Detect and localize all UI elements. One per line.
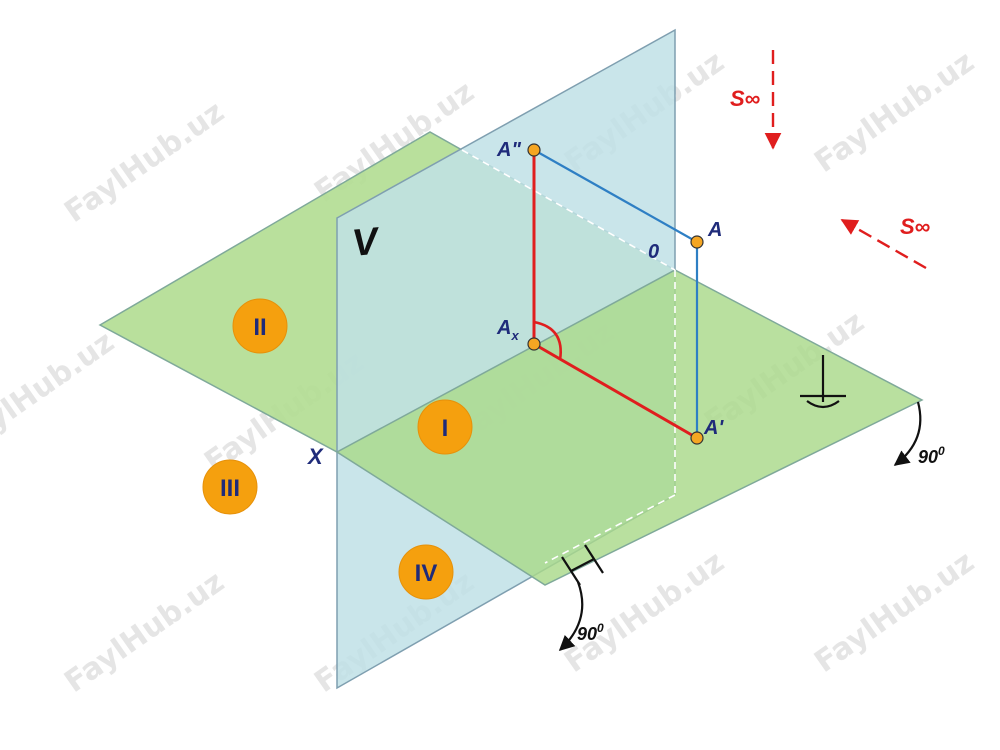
watermark-text: FaylHub.uz [58, 565, 230, 700]
quadrant-badge-iii: III [202, 459, 258, 515]
label-a-double-prime: A" [496, 139, 521, 161]
watermark-text: FaylHub.uz [808, 545, 980, 680]
quadrant-label-iv: IV [415, 560, 438, 587]
label-angle-right-base: 90 [918, 447, 938, 467]
label-angle-right: 900 [918, 444, 945, 467]
hidden-plane-edge [461, 149, 676, 271]
label-zero: 0 [648, 241, 659, 263]
label-ax-main: A [496, 317, 511, 339]
point-ax [527, 337, 541, 351]
projection-line-adouble-a [533, 149, 698, 243]
quadrant-label-ii: II [253, 314, 266, 341]
watermark-text: FaylHub.uz [58, 95, 230, 230]
label-angle-bottom-sup: 0 [597, 621, 604, 635]
label-ax: Ax [496, 317, 519, 343]
label-s-infinity-vertical: S∞ [730, 86, 761, 111]
label-angle-right-sup: 0 [938, 444, 945, 458]
rotation-arrow-right [893, 401, 922, 466]
point-a-prime [690, 431, 704, 445]
label-s-infinity-horizontal: S∞ [900, 214, 931, 239]
quadrant-label-i: I [442, 415, 449, 442]
eye-symbol [800, 355, 846, 409]
watermark-text: FaylHub.uz [808, 45, 980, 180]
projection-direction-arrow-horizontal [840, 218, 927, 270]
label-x-axis: X [306, 444, 324, 469]
point-a [690, 235, 704, 249]
right-angle-arc [533, 320, 562, 361]
h-plane-symbol [561, 544, 604, 586]
rotation-arrow-bottom [558, 581, 584, 652]
label-angle-bottom: 900 [577, 621, 604, 644]
quadrant-badge-i: I [417, 399, 473, 455]
point-a-double-prime [527, 143, 541, 157]
quadrant-badge-iv: IV [398, 544, 454, 600]
watermark-text: FaylHub.uz [0, 325, 121, 460]
label-a-prime: A' [703, 417, 724, 439]
quadrant-label-iii: III [220, 475, 240, 502]
quadrant-badge-ii: II [232, 298, 288, 354]
label-a: A [707, 219, 722, 241]
label-ax-sub: x [510, 328, 519, 343]
hidden-lower-edge [544, 494, 676, 564]
horizontal-plane-front [335, 269, 924, 586]
label-angle-bottom-base: 90 [577, 624, 597, 644]
